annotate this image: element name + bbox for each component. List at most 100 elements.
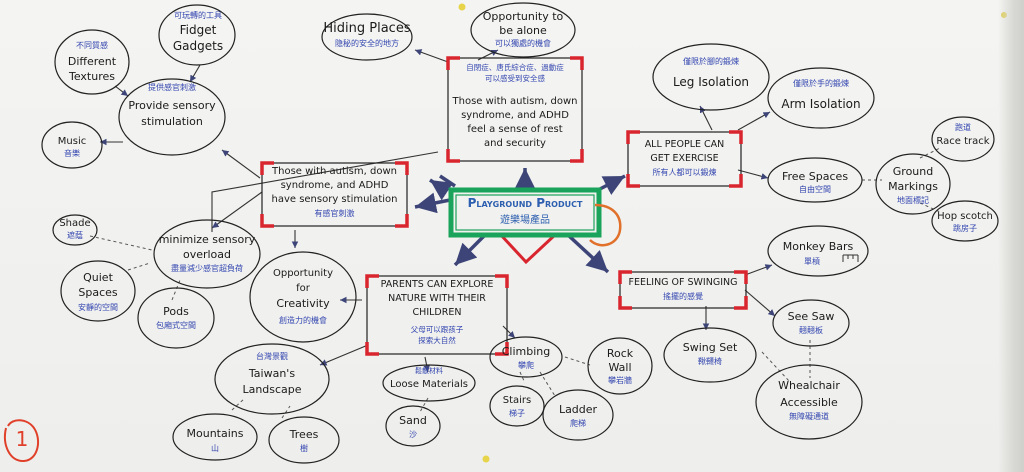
thin-connectors <box>100 49 776 373</box>
shade-zh: 遮蔭 <box>67 231 83 240</box>
quiet-zh: 安靜的空間 <box>78 303 118 312</box>
box-corners <box>260 56 748 356</box>
leg-zh: 僅限於腳的鍛煉 <box>683 57 739 66</box>
corner-number: 1 <box>15 427 29 451</box>
node-ground <box>875 153 951 215</box>
creativity-line3: Creativity <box>276 297 330 310</box>
loose-zh: 鬆散材料 <box>415 367 443 375</box>
ground-line2: Markings <box>888 180 938 193</box>
creativity-line1: Opportunity <box>272 268 333 279</box>
node-leg <box>652 43 770 111</box>
monkey-bars-sketch <box>842 254 859 262</box>
rest-line3: feel a sense of rest <box>467 124 563 135</box>
ground-line1: Ground <box>892 165 934 178</box>
sand-label: Sand <box>399 414 427 427</box>
sensory-need-zh: 有感官刺激 <box>314 209 355 218</box>
wheelchair-line1: Whealchair <box>778 379 840 392</box>
climbing-zh: 攀爬 <box>518 361 534 370</box>
taiwan-zh: 台灣景觀 <box>256 352 288 361</box>
ladder-label: Ladder <box>558 403 598 416</box>
node-outlines <box>41 2 999 464</box>
parents-zh-1: 父母可以跟孩子 <box>410 325 464 334</box>
sensory-stim-line1: Provide sensory <box>128 99 216 112</box>
quiet-line1: Quiet <box>83 271 113 284</box>
minimize-zh: 盡量減少感官超負荷 <box>171 264 243 273</box>
textures-line1: Different <box>67 55 117 68</box>
rest-line1: Those with autism, down <box>452 96 578 107</box>
mountains-zh: 山 <box>211 444 219 453</box>
climbing-label: Climbing <box>501 345 551 358</box>
pods-label: Pods <box>163 305 189 318</box>
free-spaces-zh: 自由空間 <box>799 185 831 194</box>
monkey-zh: 單槓 <box>804 257 820 266</box>
node-trees <box>268 416 340 464</box>
center-subtitle: 遊樂場產品 <box>500 215 550 226</box>
racetrack-zh: 跑道 <box>955 123 971 132</box>
taiwan-line1: Taiwan's <box>248 367 296 380</box>
alone-zh: 可以獨處的機會 <box>495 39 551 48</box>
node-music <box>41 121 103 169</box>
sand-zh: 沙 <box>409 430 417 439</box>
node-sand <box>385 405 441 447</box>
creativity-zh: 創造力的機會 <box>279 316 327 325</box>
rest-zh-1: 自閉症、唐氏綜合症、過動症 <box>466 63 564 72</box>
node-loose <box>382 364 476 402</box>
seesaw-zh: 翹翹板 <box>799 326 823 335</box>
stairs-label: Stairs <box>502 395 532 406</box>
parents-zh-2: 探索大自然 <box>418 336 456 345</box>
hiding-places-zh: 隐秘的安全的地方 <box>335 39 399 48</box>
alone-line2: be alone <box>499 24 547 37</box>
stairs-zh: 梯子 <box>509 409 525 418</box>
racetrack-label: Race track <box>936 136 990 147</box>
pods-zh: 包廂式空間 <box>156 321 196 330</box>
sensory-need-line1: Those with autism, down <box>272 166 397 177</box>
exercise-zh: 所有人都可以鍛煉 <box>652 168 717 177</box>
box-swinging <box>619 271 747 309</box>
textures-line2: Textures <box>69 70 115 83</box>
box-rest <box>447 57 583 162</box>
music-zh: 音樂 <box>64 149 80 158</box>
wheelchair-zh: 無障礙通道 <box>789 412 829 421</box>
taiwan-line2: Landscape <box>242 383 302 396</box>
leg-label: Leg Isolation <box>672 75 750 89</box>
monkey-label: Monkey Bars <box>782 240 854 253</box>
arm-label: Arm Isolation <box>781 97 861 111</box>
box-outlines <box>261 57 747 355</box>
hopscotch-label: Hop scotch <box>937 211 993 222</box>
textures-zh: 不同質感 <box>76 41 108 50</box>
mountains-label: Mountains <box>186 427 244 440</box>
node-seesaw <box>772 299 850 347</box>
center-box <box>448 187 622 265</box>
trees-zh: 樹 <box>300 444 308 453</box>
node-taiwan <box>214 343 330 415</box>
node-free-spaces <box>767 157 863 203</box>
rock-wall-line1: Rock <box>606 347 634 360</box>
exercise-line2: get exercise <box>650 153 719 164</box>
minimize-line2: overload <box>182 248 232 261</box>
sensory-stim-line2: stimulation <box>141 115 203 128</box>
fidget-line1: Fidget <box>179 23 217 37</box>
node-wheelchair <box>755 364 863 440</box>
quiet-line2: Spaces <box>78 286 118 299</box>
sensory-stim-zh: 提供感官刺激 <box>148 83 196 92</box>
box-parents <box>366 275 508 355</box>
node-monkey <box>767 225 869 277</box>
swinging-label: Feeling of swinging <box>628 277 738 288</box>
shade-label: Shade <box>59 218 91 229</box>
node-hiding-places <box>321 13 413 61</box>
node-swing <box>663 327 757 383</box>
minimize-line1: minimize sensory <box>158 233 256 246</box>
node-quiet <box>60 260 136 322</box>
node-creativity <box>249 251 357 343</box>
wheelchair-line2: Accessible <box>780 396 838 409</box>
loose-label: Loose Materials <box>389 379 468 390</box>
parents-line3: children <box>412 307 462 318</box>
rock-wall-line2: Wall <box>608 361 632 374</box>
swing-label: Swing Set <box>682 341 738 354</box>
parents-line2: nature with their <box>388 293 486 304</box>
sensory-need-line3: have sensory stimulation <box>271 194 398 205</box>
swing-zh: 鞦韆椅 <box>698 357 722 366</box>
node-minimize <box>153 219 261 289</box>
